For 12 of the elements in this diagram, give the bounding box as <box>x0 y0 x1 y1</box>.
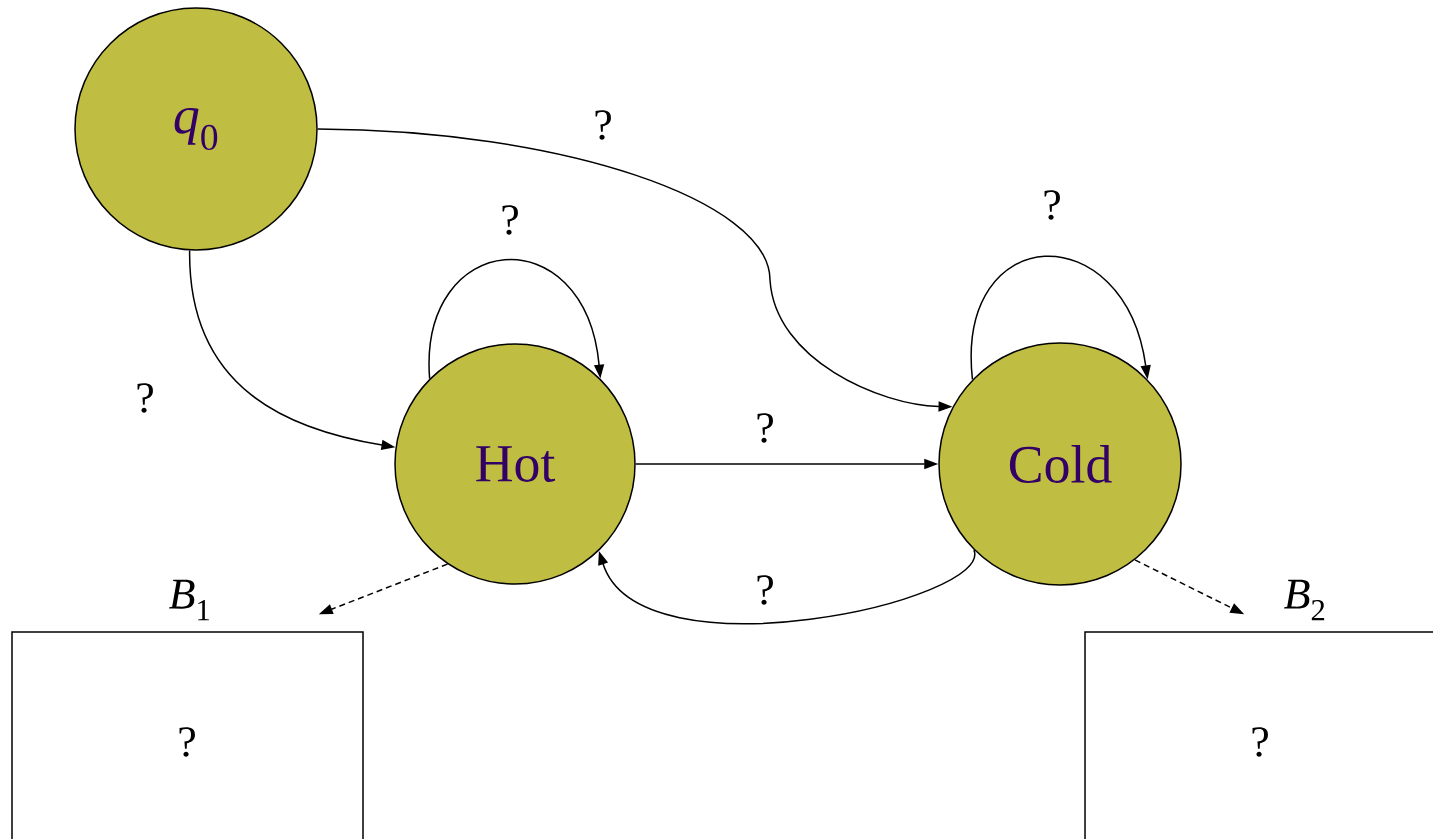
edge-label: ? <box>754 412 776 444</box>
edge-label: ? <box>499 204 521 236</box>
node-label: B$_{1}$ <box>169 579 209 621</box>
edge-label: ? <box>1041 189 1063 221</box>
block-box: B$_{1}$ ? <box>11 579 364 839</box>
edge-label: ? <box>592 109 614 141</box>
edge-label: ? <box>134 382 156 414</box>
edge-label: ? <box>754 574 776 606</box>
arrow <box>598 549 975 624</box>
node-label: B$_{2}$ <box>1284 579 1325 621</box>
arrow <box>428 259 605 380</box>
arrow <box>971 255 1151 381</box>
